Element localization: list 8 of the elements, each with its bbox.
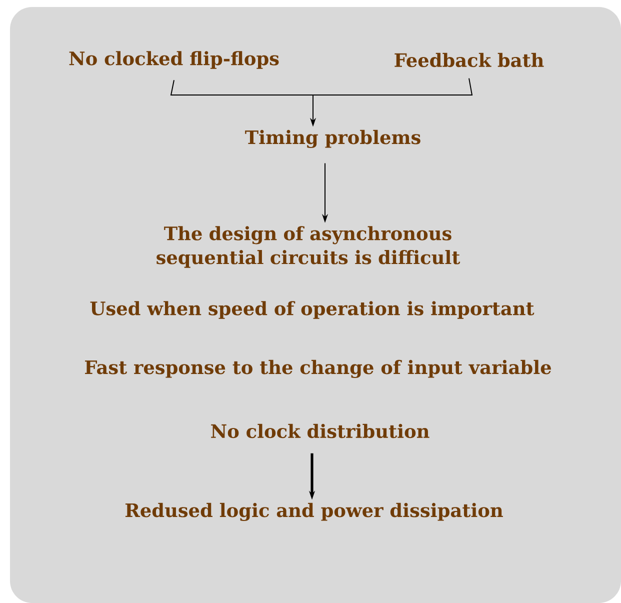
node-text: The design of asynchronous sequential circuits is difficult (156, 226, 460, 268)
node-text: Feedback bath (394, 52, 544, 68)
node-text: No clock distribution (211, 424, 430, 438)
node-text: No clocked flip-flops (69, 51, 279, 69)
note-text: Used when speed of operation is important (90, 301, 534, 319)
node-text: Redused logic and power dissipation (125, 502, 503, 522)
note-text: Fast response to the change of input variable (85, 360, 551, 378)
node-text: Timing problems (245, 130, 420, 148)
